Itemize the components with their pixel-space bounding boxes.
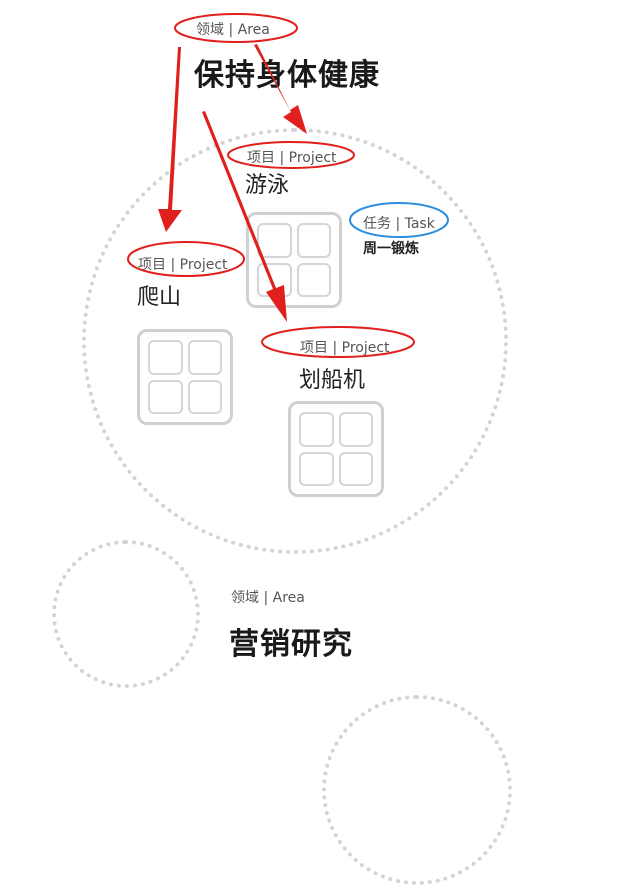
- project-title-climb[interactable]: 爬山: [137, 285, 182, 310]
- area-circle-health: [82, 128, 508, 554]
- area-title[interactable]: 保持身体健康: [194, 58, 380, 93]
- highlight-ellipse-climb: [127, 241, 245, 277]
- arrow-to-swim: [254, 44, 307, 134]
- area-tag-secondary: 领域 | Area: [231, 590, 305, 606]
- project-title-swim[interactable]: 游泳: [245, 173, 290, 198]
- project-grid-icon-rowing[interactable]: [288, 401, 384, 497]
- highlight-ellipse-rowing: [261, 326, 415, 358]
- highlight-ellipse-area: [174, 13, 298, 43]
- project-title-rowing[interactable]: 划船机: [299, 368, 366, 393]
- task-title[interactable]: 周一锻炼: [363, 241, 419, 257]
- area-title-secondary[interactable]: 营销研究: [229, 627, 353, 662]
- area-tag: 领域 | Area: [196, 22, 270, 38]
- area-circle-small: [52, 540, 200, 688]
- project-tag-rowing: 项目 | Project: [300, 340, 390, 356]
- highlight-ellipse-task: [349, 202, 449, 238]
- task-tag: 任务 | Task: [363, 216, 435, 232]
- project-grid-icon-climb[interactable]: [137, 329, 233, 425]
- project-tag-swim: 项目 | Project: [247, 150, 337, 166]
- annotation-overlay: [127, 13, 449, 358]
- highlight-ellipse-swim: [227, 141, 355, 169]
- arrow-to-climb: [158, 47, 182, 232]
- arrow-to-rowing: [202, 111, 287, 322]
- project-tag-climb: 项目 | Project: [138, 257, 228, 273]
